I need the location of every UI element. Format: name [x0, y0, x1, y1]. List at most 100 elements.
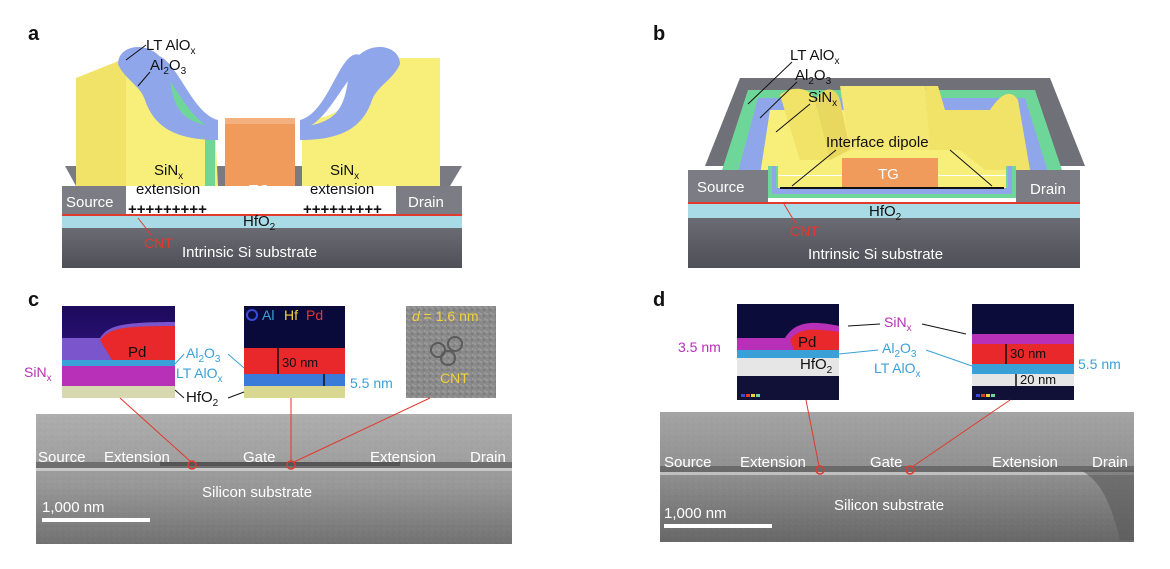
al2o3-label: Al — [882, 340, 894, 356]
al2o3-label: Al — [150, 57, 163, 74]
eds-map-right-d: 30 nm 20 nm — [972, 304, 1074, 400]
panel-a-label: a — [28, 23, 40, 45]
sinx-left-side — [76, 58, 126, 186]
scale-30nm: 30 nm — [282, 355, 318, 370]
sem-image-c — [36, 414, 512, 544]
panel-d: d Pd HfO2 30 nm 20 nm 3.5 nm — [653, 289, 1134, 542]
sem-extension-right-label: Extension — [992, 454, 1058, 471]
legend-al: Al — [262, 307, 274, 323]
diameter-d: d — [412, 308, 421, 324]
cnt-label: CNT — [790, 223, 819, 239]
scalebar-c — [42, 518, 150, 522]
scale-30nm: 30 nm — [1010, 346, 1046, 361]
sinx-left-label: SiN — [154, 162, 178, 179]
substrate-block — [688, 218, 1080, 268]
hfo2-layer — [62, 216, 462, 228]
svg-text:SiNx: SiNx — [24, 364, 52, 384]
al2o3-label: Al — [795, 67, 808, 84]
tg-label: TG — [249, 182, 270, 199]
drain-label: Drain — [408, 194, 444, 211]
svg-text:HfO2: HfO2 — [243, 213, 276, 233]
panel-c: c Pd Al Hf Pd 30 nm — [24, 289, 512, 544]
source-pad — [62, 186, 126, 214]
sem-extension-left-label: Extension — [740, 454, 806, 471]
drain-pad — [396, 186, 462, 214]
sem-drain-label: Drain — [470, 449, 506, 466]
sinx-right-label: SiN — [330, 162, 354, 179]
sem-substrate-label: Silicon substrate — [202, 484, 312, 501]
panel-b: b TG Source Drain HfO2 CNT Intrinsic Si … — [653, 23, 1085, 268]
sem-image-d — [660, 412, 1134, 542]
cnt-label: CNT — [144, 235, 173, 251]
svg-text:SiNx: SiNx — [330, 162, 359, 182]
source-label: Source — [697, 179, 745, 196]
svg-text:LT AlOx: LT AlOx — [176, 365, 223, 385]
svg-text:SiNx: SiNx — [808, 89, 837, 109]
legend-pd: Pd — [306, 307, 323, 323]
scale-20nm: 20 nm — [1020, 372, 1056, 387]
sem-substrate-label: Silicon substrate — [834, 497, 944, 514]
hfo2-label: HfO — [869, 203, 896, 220]
plus-charges-left: +++++++++ — [128, 201, 207, 218]
extension-left-label: extension — [136, 181, 200, 198]
al2o3-lobe-left — [118, 46, 218, 141]
sem-drain-label: Drain — [1092, 454, 1128, 471]
tg-label: TG — [878, 166, 899, 183]
scale-5p5nm: 5.5 nm — [350, 375, 393, 391]
scalebar-d-label: 1,000 nm — [664, 505, 727, 522]
scale-5p5nm: 5.5 nm — [1078, 356, 1121, 372]
plus-charges-right: +++++++++ — [303, 201, 382, 218]
lt-alox-label: LT AlO — [176, 365, 218, 381]
eds-map-left-d: Pd HfO2 — [737, 304, 839, 400]
tg-block — [842, 158, 938, 188]
sem-extension-right-label: Extension — [370, 449, 436, 466]
eds-pd-label: Pd — [128, 344, 146, 361]
al2o3-label: Al — [186, 345, 198, 361]
svg-text:d = 1.6 nm: d = 1.6 nm — [412, 308, 479, 324]
sem-source-label: Source — [38, 449, 86, 466]
svg-text:LT AlOx: LT AlOx — [146, 37, 195, 57]
substrate-label: Intrinsic Si substrate — [182, 244, 317, 261]
svg-text:HfO2: HfO2 — [186, 389, 219, 409]
sinx-label: SiN — [24, 364, 47, 380]
eds-pd-label: Pd — [798, 334, 816, 351]
source-label: Source — [66, 194, 114, 211]
hfo2-label: HfO — [186, 389, 213, 406]
svg-text:HfO2: HfO2 — [869, 203, 902, 223]
svg-text:Al2O3: Al2O3 — [150, 57, 187, 77]
sem-gate-label: Gate — [243, 449, 276, 466]
sem-extension-left-label: Extension — [104, 449, 170, 466]
tem-cnt-image: d = 1.6 nm CNT — [406, 306, 496, 398]
eds-hfo2-label: HfO — [800, 356, 827, 373]
svg-text:SiNx: SiNx — [884, 314, 912, 334]
lt-alox-label: LT AlO — [874, 360, 916, 376]
tem-cnt-label: CNT — [440, 370, 469, 386]
diameter-value: = 1.6 nm — [420, 308, 479, 324]
lt-alox-label: LT AlO — [146, 37, 190, 54]
source-pad — [688, 170, 768, 202]
panel-b-label: b — [653, 23, 665, 45]
sem-gate-label: Gate — [870, 454, 903, 471]
sinx-right-body — [302, 57, 440, 187]
panel-a: a TG Source Drain SiNx extension SiNx ex… — [28, 23, 462, 268]
eds-map-left: Pd — [62, 306, 175, 398]
svg-text:Al2O3: Al2O3 — [882, 340, 917, 360]
legend-hf: Hf — [284, 307, 298, 323]
hfo2-label: HfO — [243, 213, 270, 230]
interface-dipole-label: Interface dipole — [826, 134, 929, 151]
panel-c-label: c — [28, 289, 39, 311]
svg-text:LT AlOx: LT AlOx — [874, 360, 921, 380]
drain-pad — [1016, 170, 1080, 202]
cnt-line — [688, 202, 1080, 204]
panel-d-label: d — [653, 289, 665, 311]
scalebar-d — [664, 524, 772, 528]
scalebar-c-label: 1,000 nm — [42, 499, 105, 516]
substrate-block — [62, 228, 462, 268]
sem-source-label: Source — [664, 454, 712, 471]
eds-map-middle: Al Hf Pd 30 nm — [244, 306, 345, 398]
substrate-label: Intrinsic Si substrate — [808, 246, 943, 263]
tg-block — [225, 122, 295, 186]
al2o3-lobe-right — [300, 46, 400, 141]
svg-text:SiNx: SiNx — [154, 162, 183, 182]
